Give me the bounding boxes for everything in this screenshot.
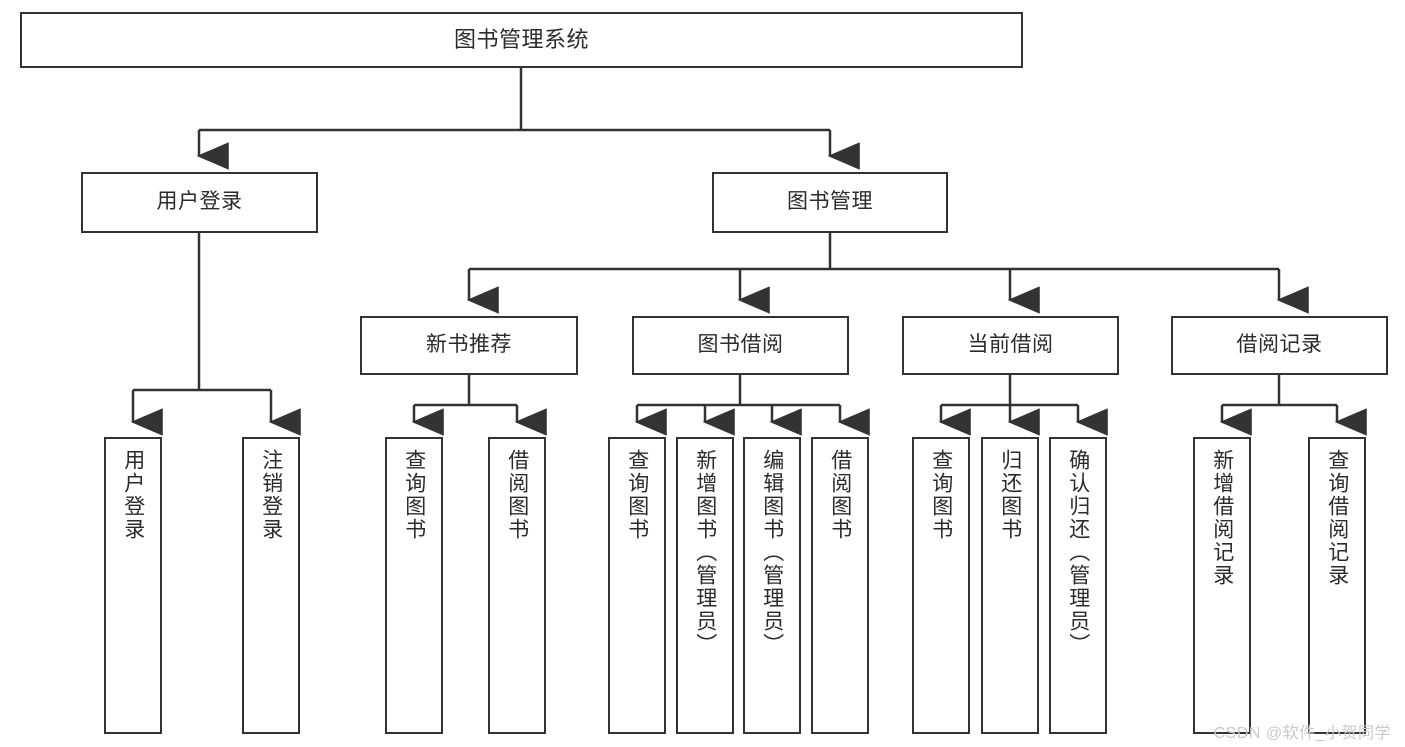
node-leaf-query-book-current[interactable]: 查询图书 bbox=[912, 437, 970, 734]
node-leaf-confirm-return-admin[interactable]: 确认归还（管理员） bbox=[1049, 437, 1107, 734]
node-leaf-query-book-borrow[interactable]: 查询图书 bbox=[608, 437, 666, 734]
node-leaf-edit-book-admin-label: 编辑图书（管理员） bbox=[760, 449, 784, 656]
node-leaf-add-borrow-record[interactable]: 新增借阅记录 bbox=[1193, 437, 1251, 734]
node-book-borrow[interactable]: 图书借阅 bbox=[632, 316, 849, 375]
node-leaf-borrow-book-label: 借阅图书 bbox=[828, 449, 852, 541]
node-user-login[interactable]: 用户登录 bbox=[81, 172, 318, 233]
node-leaf-user-login[interactable]: 用户登录 bbox=[104, 437, 162, 734]
csdn-watermark: CSDN @软件_小贺同学 bbox=[1213, 725, 1391, 742]
node-leaf-logout[interactable]: 注销登录 bbox=[242, 437, 300, 734]
node-root-system-label: 图书管理系统 bbox=[453, 27, 589, 53]
node-borrow-record-label: 借阅记录 bbox=[1236, 333, 1323, 357]
node-leaf-return-book[interactable]: 归还图书 bbox=[981, 437, 1039, 734]
node-leaf-add-borrow-record-label: 新增借阅记录 bbox=[1210, 449, 1234, 587]
node-new-book-recommend-label: 新书推荐 bbox=[426, 333, 512, 357]
node-root-system[interactable]: 图书管理系统 bbox=[20, 12, 1023, 68]
node-leaf-query-book-borrow-label: 查询图书 bbox=[625, 449, 649, 541]
node-leaf-return-book-label: 归还图书 bbox=[998, 449, 1022, 541]
node-leaf-borrow-book-recommend-label: 借阅图书 bbox=[505, 449, 529, 541]
node-leaf-query-book-recommend[interactable]: 查询图书 bbox=[385, 437, 443, 734]
node-leaf-borrow-book[interactable]: 借阅图书 bbox=[811, 437, 869, 734]
node-leaf-add-book-admin-label: 新增图书（管理员） bbox=[693, 449, 717, 656]
node-user-login-label: 用户登录 bbox=[156, 190, 243, 214]
node-book-management-label: 图书管理 bbox=[787, 190, 873, 214]
node-book-management[interactable]: 图书管理 bbox=[712, 172, 948, 233]
node-leaf-add-book-admin[interactable]: 新增图书（管理员） bbox=[676, 437, 734, 734]
node-leaf-query-book-current-label: 查询图书 bbox=[929, 449, 953, 541]
node-leaf-logout-label: 注销登录 bbox=[259, 449, 283, 541]
node-leaf-query-borrow-record[interactable]: 查询借阅记录 bbox=[1308, 437, 1366, 734]
node-leaf-query-borrow-record-label: 查询借阅记录 bbox=[1325, 449, 1349, 587]
node-borrow-record[interactable]: 借阅记录 bbox=[1171, 316, 1388, 375]
node-leaf-edit-book-admin[interactable]: 编辑图书（管理员） bbox=[743, 437, 801, 734]
node-leaf-query-book-recommend-label: 查询图书 bbox=[402, 449, 426, 541]
node-new-book-recommend[interactable]: 新书推荐 bbox=[360, 316, 578, 375]
node-book-borrow-label: 图书借阅 bbox=[697, 333, 784, 357]
node-leaf-confirm-return-admin-label: 确认归还（管理员） bbox=[1066, 449, 1090, 656]
node-current-borrow-label: 当前借阅 bbox=[967, 333, 1054, 357]
node-current-borrow[interactable]: 当前借阅 bbox=[902, 316, 1119, 375]
node-leaf-user-login-label: 用户登录 bbox=[121, 449, 145, 541]
node-leaf-borrow-book-recommend[interactable]: 借阅图书 bbox=[488, 437, 546, 734]
